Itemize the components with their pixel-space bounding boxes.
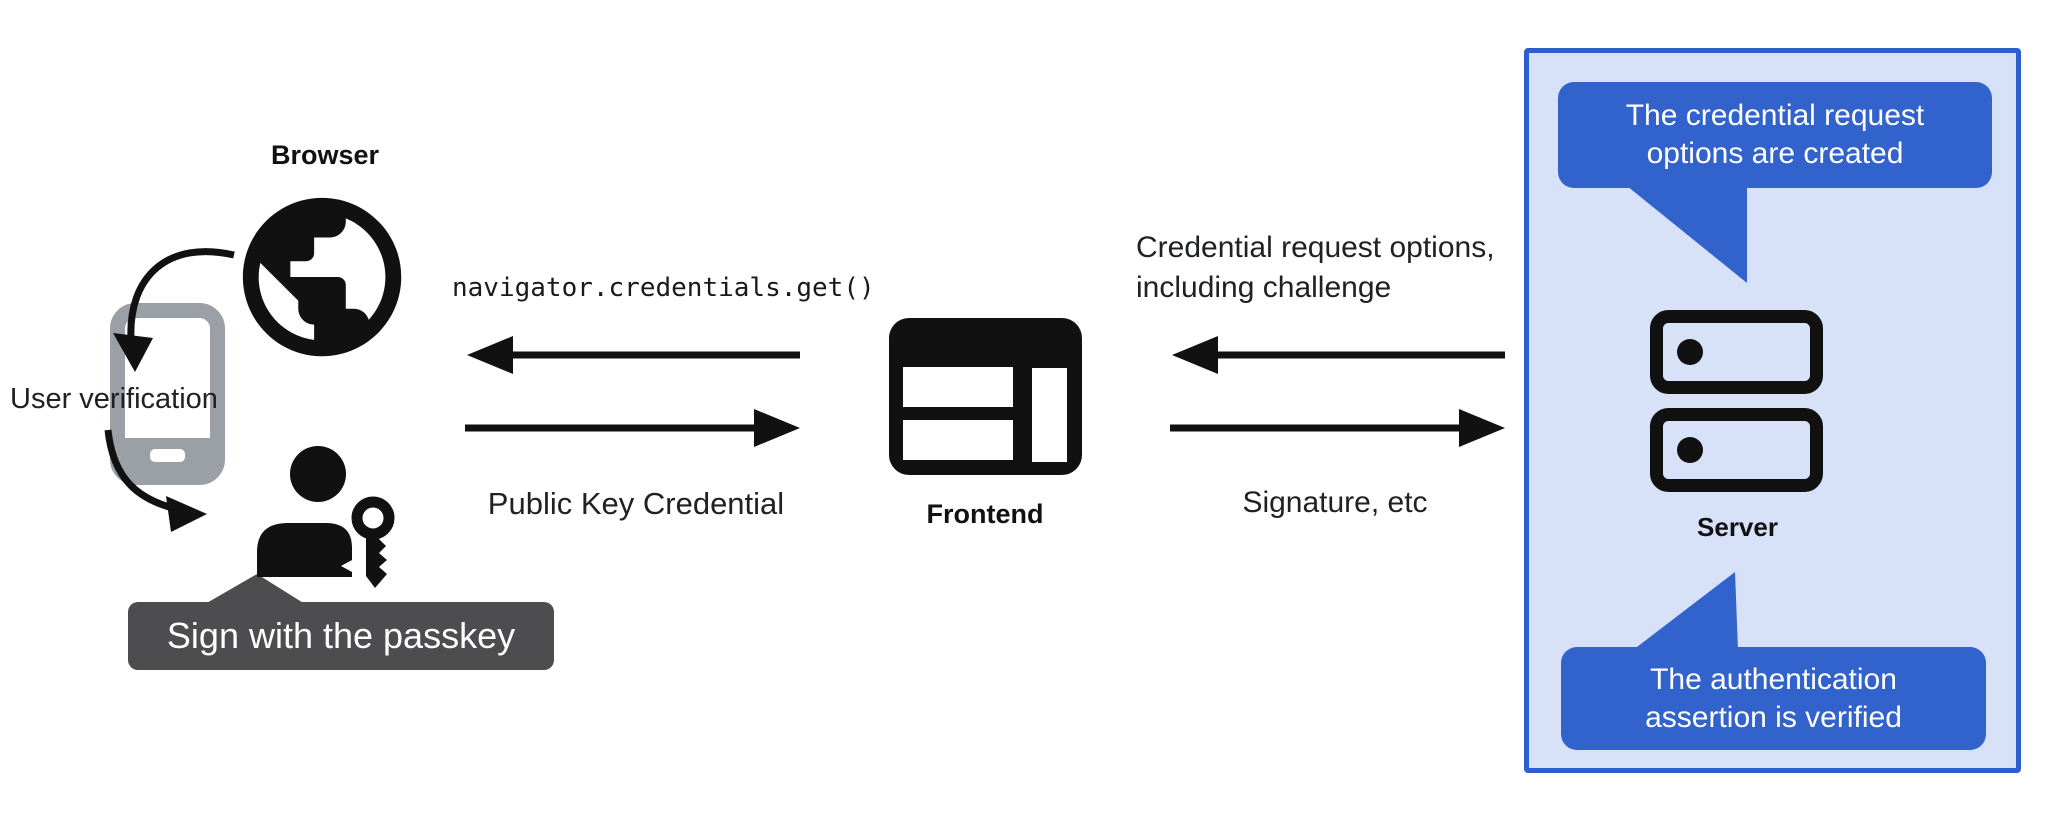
frontend-label: Frontend xyxy=(926,499,1044,529)
speech-bubble-line: The authentication xyxy=(1650,662,1897,696)
arrow-server-to-frontend xyxy=(1172,336,1505,374)
public-key-credential-label: Public Key Credential xyxy=(487,486,785,521)
speech-bubble-assertion-verified: The authentication assertion is verified xyxy=(1561,647,1986,750)
person-with-key-icon xyxy=(257,446,395,588)
speech-bubble-credential-options: The credential request options are creat… xyxy=(1558,82,1992,188)
browser-label: Browser xyxy=(270,140,380,170)
arrow-browser-to-frontend xyxy=(465,409,800,447)
navigator-credentials-get-code: navigator.credentials.get() xyxy=(452,273,875,303)
globe-icon xyxy=(242,197,402,357)
arrow-frontend-to-server xyxy=(1170,409,1505,447)
signature-etc-label: Signature, etc xyxy=(1242,486,1428,519)
tooltip-label: Sign with the passkey xyxy=(166,615,516,656)
arrow-frontend-to-browser xyxy=(467,336,800,374)
tooltip-pointer xyxy=(205,574,305,604)
speech-bubble-line: The credential request xyxy=(1625,99,1925,132)
credential-request-options-line2: including challenge xyxy=(1136,271,1392,304)
sign-with-passkey-tooltip: Sign with the passkey xyxy=(128,602,554,670)
user-verification-label: User verification xyxy=(10,383,218,415)
arrow-phone-to-user xyxy=(104,429,207,532)
server-label: Server xyxy=(1697,512,1778,542)
credential-request-options-label: Credential request options, including ch… xyxy=(1136,228,1495,308)
credential-request-options-line1: Credential request options, xyxy=(1136,231,1495,264)
speech-bubble-line: assertion is verified xyxy=(1645,700,1902,734)
speech-bubble-line: options are created xyxy=(1646,137,1904,170)
browser-window-icon xyxy=(889,318,1082,475)
arrow-browser-to-phone xyxy=(113,248,235,372)
